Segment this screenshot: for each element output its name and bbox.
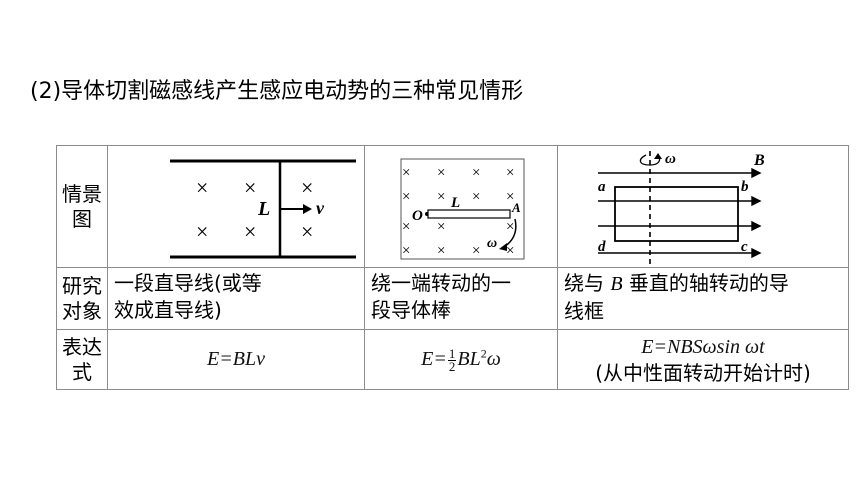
corner-label-c: c: [741, 239, 748, 255]
section-heading: (2)导体切割磁感线产生感应电动势的三种常见情形: [30, 79, 524, 104]
scene-cell-1: × × × × × × L v: [107, 145, 365, 268]
cases-table: 情景 图 × × × × × × L v: [56, 145, 849, 390]
coil-frame: [614, 185, 739, 242]
angular-velocity-label: ω: [487, 236, 497, 251]
field-cross: ×: [472, 189, 480, 205]
pivot-label: O: [412, 208, 423, 224]
field-label: B: [753, 152, 765, 169]
field-cross: ×: [301, 175, 313, 200]
field-variable: B: [610, 273, 623, 295]
formula-omega: ω: [486, 347, 501, 370]
field-cross: ×: [506, 165, 514, 181]
field-cross: ×: [244, 175, 256, 200]
field-cross: ×: [472, 243, 480, 259]
field-cross: ×: [437, 189, 445, 205]
field-region-border: [400, 158, 525, 259]
row-label-expr-line2: 式: [72, 359, 92, 384]
rotation-arc: [639, 153, 661, 166]
field-cross: ×: [402, 165, 410, 181]
row-label-scene-line2: 图: [72, 206, 92, 231]
row-label-expr-line1: 表达: [62, 334, 102, 359]
object-2-line1: 绕一端转动的一: [371, 271, 511, 295]
scene-row: 情景 图 × × × × × × L v: [56, 145, 849, 268]
diagram-rotating-rod: × × × × × × × × × × × × × × × O: [400, 158, 525, 259]
field-cross: ×: [402, 243, 410, 259]
scene-cell-2: × × × × × × × × × × × × × × × O: [364, 145, 558, 268]
scene-cell-3: ω B a b c d: [557, 145, 849, 268]
field-cross: ×: [244, 219, 256, 244]
fraction-denominator: 2: [448, 358, 456, 374]
formula-exponent: 2: [480, 346, 487, 361]
corner-label-b: b: [741, 179, 749, 195]
length-label: L: [257, 198, 270, 220]
row-label-scene-line1: 情景: [62, 181, 102, 206]
corner-label-a: a: [598, 179, 606, 195]
field-cross: ×: [506, 189, 514, 205]
rotating-rod: [427, 208, 511, 219]
formula-lhs: E=: [421, 347, 447, 370]
object-cell-2: 绕一端转动的一 段导体棒: [364, 267, 558, 330]
formula-rhs: BL: [457, 347, 481, 370]
row-label-scene: 情景 图: [56, 145, 108, 268]
end-label: A: [511, 200, 521, 215]
object-2-line2: 段导体棒: [371, 298, 451, 322]
angular-velocity-label: ω: [665, 151, 676, 167]
row-label-object: 研究 对象: [56, 267, 108, 330]
formula-sinusoidal-emf: E=NBSωsin ωt: [641, 335, 765, 358]
corner-label-d: d: [598, 239, 606, 255]
object-3-line2: 线框: [564, 299, 604, 323]
diagram-straight-wire: × × × × × × L v: [170, 159, 356, 258]
rotation-arrow-head: [654, 152, 662, 159]
object-3-pre: 绕与: [564, 271, 611, 295]
object-3-post: 垂直的轴转动的导: [622, 271, 789, 295]
field-cross: ×: [506, 219, 514, 235]
expression-cell-1: E=BLv: [107, 329, 365, 390]
velocity-arrow-head: [303, 203, 312, 214]
object-cell-3: 绕与 B 垂直的轴转动的导 线框: [557, 267, 849, 330]
magnetic-field-crosses: × × × × × × × × × × × × × × ×: [402, 165, 514, 259]
magnetic-field-crosses: × × × × × ×: [196, 175, 313, 244]
formula-note: (从中性面转动开始计时): [595, 360, 811, 385]
row-label-expression: 表达 式: [56, 329, 108, 390]
object-3-line1: 绕与 B 垂直的轴转动的导: [564, 270, 848, 298]
expression-cell-3: E=NBSωsin ωt (从中性面转动开始计时): [557, 329, 849, 390]
field-cross: ×: [402, 219, 410, 235]
object-row: 研究 对象 一段直导线(或等 效成直导线) 绕一端转动的一 段导体棒 绕与 B …: [56, 267, 849, 330]
object-cell-1: 一段直导线(或等 效成直导线): [107, 267, 365, 330]
field-cross: ×: [301, 219, 313, 244]
length-label: L: [450, 195, 460, 211]
rotation-arrow-head: [499, 242, 507, 251]
field-lines: [598, 167, 762, 258]
field-cross: ×: [472, 165, 480, 181]
field-cross: ×: [196, 175, 208, 200]
field-cross: ×: [402, 189, 410, 205]
diagram-rotating-frame: ω B a b c d: [598, 150, 765, 265]
field-cross: ×: [437, 243, 445, 259]
row-label-object-line1: 研究: [62, 273, 102, 298]
fraction-numerator: 1: [447, 345, 457, 361]
field-cross: ×: [506, 243, 514, 259]
object-1-line2: 效成直导线): [114, 298, 222, 322]
formula-blv: E=BLv: [207, 348, 265, 370]
field-cross: ×: [196, 219, 208, 244]
row-label-object-line2: 对象: [62, 298, 102, 323]
velocity-label: v: [316, 198, 325, 218]
object-1-line1: 一段直导线(或等: [114, 271, 262, 295]
field-cross: ×: [437, 219, 445, 235]
field-cross: ×: [437, 165, 445, 181]
